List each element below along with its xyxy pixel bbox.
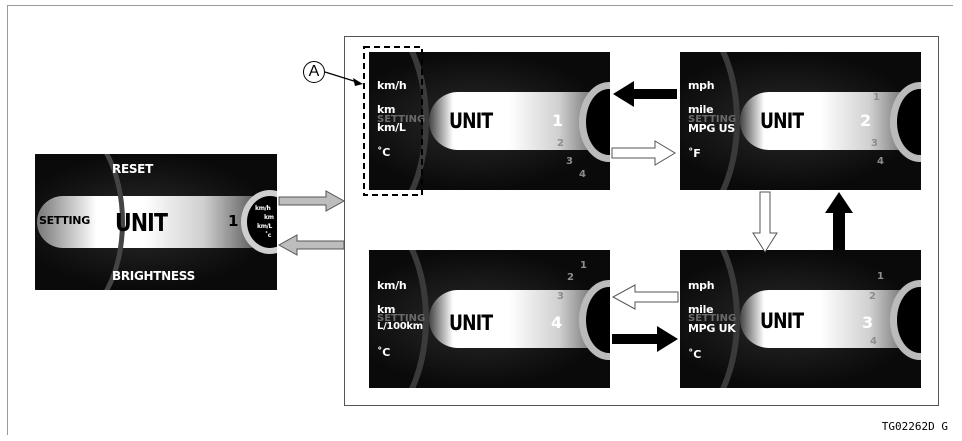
unit-cycle-box xyxy=(344,36,939,406)
panel-2-unit-label: UNIT xyxy=(760,109,804,133)
arrow-3-to-2 xyxy=(825,192,853,250)
panel-1-unit-speed: km/h xyxy=(377,79,407,92)
panel-3-unit-label: UNIT xyxy=(760,309,804,333)
panel-3-other-4: 4 xyxy=(870,336,877,347)
unit-panel-1: km/h km SETTING km/L ˚C UNIT 1 2 3 4 xyxy=(369,52,610,190)
main-to-box-arrow xyxy=(278,190,346,212)
panel-4-number: 4 xyxy=(551,313,563,332)
main-brightness-label: BRIGHTNESS xyxy=(112,269,195,283)
panel-4-unit-fuel: L/100km xyxy=(377,321,423,332)
panel-1-unit-label: UNIT xyxy=(449,109,493,133)
arrow-2-to-3 xyxy=(752,191,778,253)
panel-3-number: 3 xyxy=(862,313,874,332)
main-unit-kml: km/L xyxy=(257,223,273,230)
arrow-3-to-4 xyxy=(611,284,679,310)
main-unit-label: UNIT xyxy=(115,208,168,237)
main-number: 1 xyxy=(228,212,239,230)
main-setting-label: SETTING xyxy=(39,214,90,227)
main-unit-km: km xyxy=(264,214,274,221)
panel-1-other-4: 4 xyxy=(579,169,586,180)
panel-1-number: 1 xyxy=(552,111,564,130)
main-reset-label: RESET xyxy=(112,162,153,176)
panel-4-other-2: 2 xyxy=(567,272,574,283)
main-display-panel: RESET BRIGHTNESS SETTING UNIT 1 km/h km … xyxy=(35,154,277,290)
panel-1-unit-temp: ˚C xyxy=(377,146,390,159)
callout-dashed-box xyxy=(363,46,423,196)
panel-3-unit-temp: ˚C xyxy=(688,348,701,361)
panel-3-other-2: 2 xyxy=(869,291,876,302)
panel-4-unit-temp: ˚C xyxy=(377,346,390,359)
panel-4-unit-speed: km/h xyxy=(377,279,407,292)
panel-1-setting-ghost: SETTING xyxy=(377,114,426,125)
unit-panel-3: mph mile SETTING MPG UK ˚C UNIT 3 1 2 4 xyxy=(680,250,921,388)
panel-4-setting-ghost: SETTING xyxy=(377,313,426,324)
panel-3-other-1: 1 xyxy=(877,271,884,282)
panel-2-setting-ghost: SETTING xyxy=(688,114,737,125)
panel-2-other-1: 1 xyxy=(873,92,880,103)
panel-4-other-1: 1 xyxy=(580,260,587,271)
callout-label-a: A xyxy=(303,61,325,83)
arrow-2-to-1 xyxy=(613,81,677,107)
panel-3-setting-ghost: SETTING xyxy=(688,313,737,324)
panel-4-unit-distance: km xyxy=(377,303,396,316)
callout-leader-line xyxy=(324,71,358,83)
panel-2-unit-temp: ˚F xyxy=(688,147,701,160)
panel-2-other-4: 4 xyxy=(877,156,884,167)
panel-3-unit-speed: mph xyxy=(688,279,715,292)
panel-2-unit-speed: mph xyxy=(688,79,715,92)
panel-4-unit-label: UNIT xyxy=(449,311,493,335)
panel-2-other-3: 3 xyxy=(871,138,878,149)
arrow-4-to-3 xyxy=(612,326,678,352)
panel-3-unit-distance: mile xyxy=(688,303,714,316)
panel-3-unit-fuel: MPG UK xyxy=(688,322,736,335)
box-to-main-arrow xyxy=(277,234,345,256)
main-unit-c: ˚c xyxy=(265,232,271,239)
unit-panel-4: km/h km SETTING L/100km ˚C UNIT 4 1 2 3 xyxy=(369,250,610,388)
unit-panel-2: mph mile SETTING MPG US ˚F UNIT 2 1 3 4 xyxy=(680,52,921,190)
arrow-1-to-2 xyxy=(611,140,676,166)
figure-code: TG02262D G xyxy=(881,420,948,433)
callout-leader-arrowhead xyxy=(353,78,363,86)
panel-1-unit-distance: km xyxy=(377,103,396,116)
panel-2-unit-distance: mile xyxy=(688,103,714,116)
main-unit-kmh: km/h xyxy=(255,205,271,212)
panel-4-other-3: 3 xyxy=(557,291,564,302)
panel-2-unit-fuel: MPG US xyxy=(688,122,735,135)
figure-frame xyxy=(7,5,953,435)
panel-1-other-2: 2 xyxy=(557,138,564,149)
panel-1-other-3: 3 xyxy=(566,156,573,167)
panel-2-number: 2 xyxy=(860,111,872,130)
panel-1-unit-fuel: km/L xyxy=(377,121,406,134)
